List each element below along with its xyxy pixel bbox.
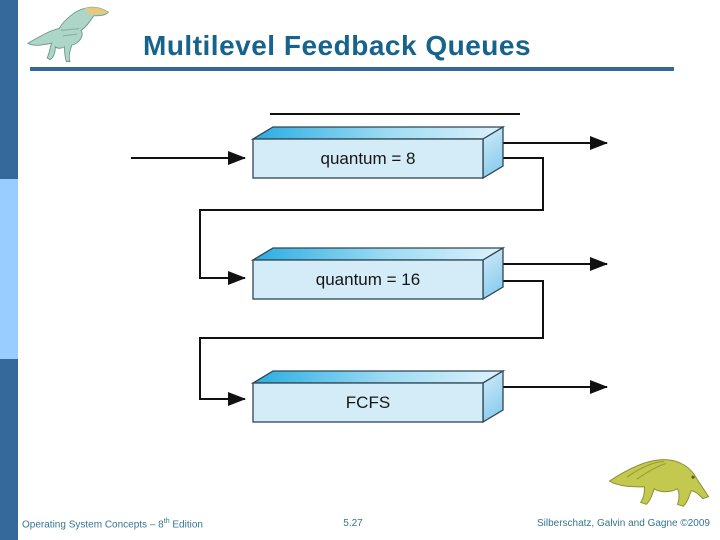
queue-label-2: FCFS xyxy=(346,393,390,412)
dinosaur-corner-icon xyxy=(608,459,710,507)
queue-box-2: FCFS xyxy=(250,369,506,424)
queue-label-0: quantum = 8 xyxy=(321,149,416,168)
footer-book-title-prefix: Operating System Concepts – 8 xyxy=(22,519,164,531)
sidebar-decoration xyxy=(0,0,18,540)
footer-book-title-suffix: Edition xyxy=(169,519,203,531)
title-underline xyxy=(30,67,674,71)
dinosaur-logo xyxy=(27,6,110,62)
slide-title: Multilevel Feedback Queues xyxy=(143,30,532,61)
sidebar-segment-middle xyxy=(0,179,18,359)
queue-label-1: quantum = 16 xyxy=(316,270,420,289)
sidebar-segment-bottom xyxy=(0,359,18,540)
slide-page-number: 5.27 xyxy=(343,518,363,529)
arrow-demote-queue1-to-queue2 xyxy=(199,280,544,406)
footer-authors: Silberschatz, Galvin and Gagne ©2009 xyxy=(536,518,710,529)
queue-box-0: quantum = 8 xyxy=(250,125,506,180)
queue-box-1: quantum = 16 xyxy=(250,246,506,301)
arrow-demote-queue0-to-queue1 xyxy=(199,157,544,285)
sidebar-segment-top xyxy=(0,0,18,179)
footer-book-title: Operating System Concepts – 8th Edition xyxy=(22,518,203,530)
footer-edition-superscript: th xyxy=(163,518,170,525)
